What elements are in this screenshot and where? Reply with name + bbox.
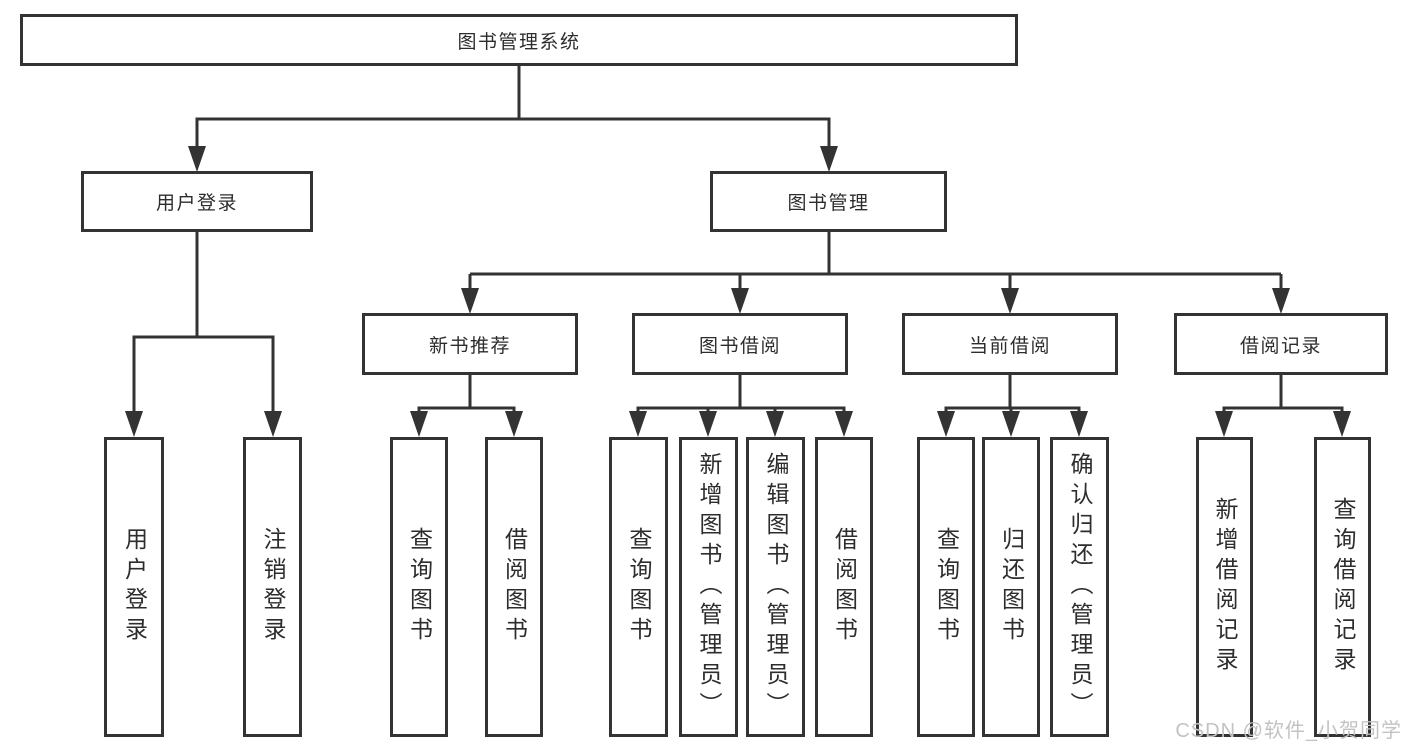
leaf-confirm-return-admin: 确认归还（管理员） — [1050, 437, 1109, 737]
node-new-book-recommendation: 新书推荐 — [362, 313, 578, 375]
leaf-query-borrow-record: 查询借阅记录 — [1314, 437, 1371, 737]
node-label: 图书管理系统 — [457, 31, 581, 53]
node-label: 新书推荐 — [428, 335, 511, 357]
node-library-management-system: 图书管理系统 — [20, 14, 1018, 66]
node-label: 借阅记录 — [1239, 335, 1322, 357]
node-book-borrowing: 图书借阅 — [632, 313, 848, 375]
node-label: 编辑图书（管理员） — [763, 452, 789, 722]
node-current-borrowing: 当前借阅 — [902, 313, 1118, 375]
leaf-add-borrow-record: 新增借阅记录 — [1196, 437, 1253, 737]
leaf-borrow-books-recommend: 借阅图书 — [485, 437, 543, 737]
node-label: 新增借阅记录 — [1212, 497, 1238, 677]
node-label: 当前借阅 — [968, 335, 1051, 357]
node-user-login-branch: 用户登录 — [81, 171, 313, 232]
node-label: 注销登录 — [260, 527, 286, 647]
leaf-add-book-admin: 新增图书（管理员） — [679, 437, 738, 737]
node-label: 查询图书 — [933, 527, 960, 647]
leaf-edit-book-admin: 编辑图书（管理员） — [746, 437, 805, 737]
node-label: 确认归还（管理员） — [1067, 452, 1093, 722]
leaf-logout: 注销登录 — [243, 437, 302, 737]
csdn-watermark: CSDN @软件_小贺同学 — [1175, 720, 1402, 742]
node-label: 新增图书（管理员） — [696, 452, 722, 722]
node-label: 借阅图书 — [831, 527, 858, 647]
node-label: 查询图书 — [406, 527, 433, 647]
node-borrowing-records: 借阅记录 — [1174, 313, 1388, 375]
node-label: 用户登录 — [121, 527, 148, 647]
leaf-user-login: 用户登录 — [104, 437, 164, 737]
leaf-borrow-books: 借阅图书 — [815, 437, 873, 737]
node-label: 查询图书 — [626, 527, 652, 647]
node-book-management: 图书管理 — [710, 171, 947, 232]
node-label: 用户登录 — [155, 193, 238, 214]
node-label: 归还图书 — [998, 527, 1025, 647]
node-label: 图书借阅 — [698, 335, 781, 357]
leaf-query-books-current: 查询图书 — [917, 437, 975, 737]
node-label: 图书管理 — [787, 193, 870, 214]
node-label: 借阅图书 — [501, 527, 528, 647]
leaf-return-books: 归还图书 — [982, 437, 1040, 737]
node-label: 查询借阅记录 — [1330, 497, 1356, 677]
leaf-query-books-borrow: 查询图书 — [609, 437, 668, 737]
arrowhead-icons — [125, 146, 1351, 437]
leaf-query-books-recommend: 查询图书 — [390, 437, 448, 737]
connector-edges — [132, 66, 1344, 413]
